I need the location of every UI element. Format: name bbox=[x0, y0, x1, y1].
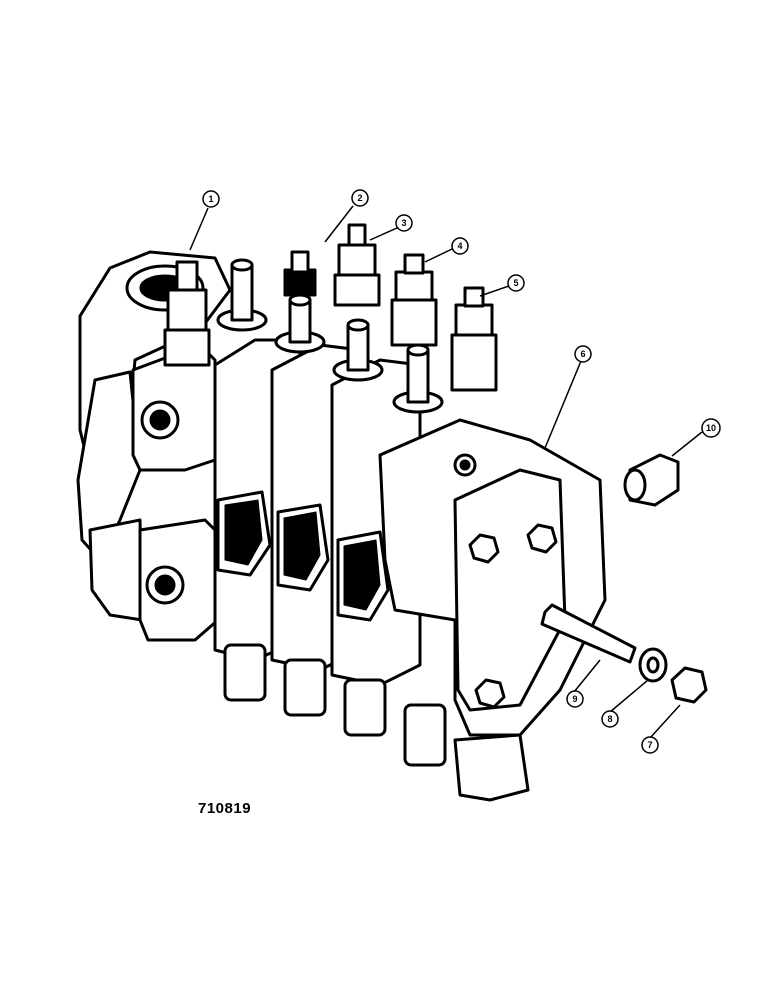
washer-part-8 bbox=[638, 647, 668, 683]
callout-5: 5 bbox=[507, 274, 525, 292]
callout-3: 3 bbox=[395, 214, 413, 232]
outlet-end-cover bbox=[378, 418, 607, 802]
svg-text:1: 1 bbox=[208, 194, 213, 204]
callout-8: 8 bbox=[601, 710, 619, 728]
cover-bolt bbox=[526, 523, 558, 554]
leader-lines bbox=[189, 205, 703, 739]
figure-id: 710819 bbox=[198, 800, 252, 817]
svg-text:4: 4 bbox=[457, 241, 462, 251]
callout-4: 4 bbox=[451, 237, 469, 255]
relief-valve-3 bbox=[333, 223, 381, 307]
svg-text:6: 6 bbox=[580, 349, 585, 359]
relief-valve-1 bbox=[163, 260, 211, 367]
callout-2: 2 bbox=[351, 189, 369, 207]
callout-10: 10 bbox=[701, 418, 721, 438]
spool-plunger-4 bbox=[392, 343, 444, 414]
spool-end-2 bbox=[283, 658, 327, 717]
svg-text:2: 2 bbox=[357, 193, 362, 203]
spool-plunger-2 bbox=[274, 293, 326, 354]
nut-part-7 bbox=[670, 666, 708, 704]
spool-end-4 bbox=[403, 703, 447, 767]
svg-text:10: 10 bbox=[706, 423, 716, 433]
svg-text:9: 9 bbox=[572, 694, 577, 704]
inlet-section bbox=[76, 250, 232, 642]
callout-9: 9 bbox=[566, 690, 584, 708]
callout-6: 6 bbox=[574, 345, 592, 363]
cover-bolt bbox=[468, 533, 500, 564]
svg-text:3: 3 bbox=[401, 218, 406, 228]
callout-1: 1 bbox=[202, 190, 220, 208]
relief-valve-5 bbox=[450, 286, 498, 392]
spool-end-1 bbox=[223, 643, 267, 702]
svg-text:7: 7 bbox=[647, 740, 652, 750]
spool-plunger-1 bbox=[216, 258, 268, 332]
center-relief-valve bbox=[283, 250, 317, 297]
spool-end-3 bbox=[343, 678, 387, 737]
callout-7: 7 bbox=[641, 736, 659, 754]
cover-bolt bbox=[474, 678, 506, 709]
stud-part-9 bbox=[540, 603, 637, 664]
svg-text:5: 5 bbox=[513, 278, 518, 288]
plug-part-10 bbox=[623, 453, 680, 507]
svg-text:8: 8 bbox=[607, 714, 612, 724]
relief-valve-4 bbox=[390, 253, 438, 347]
spool-plunger-3 bbox=[332, 318, 384, 382]
